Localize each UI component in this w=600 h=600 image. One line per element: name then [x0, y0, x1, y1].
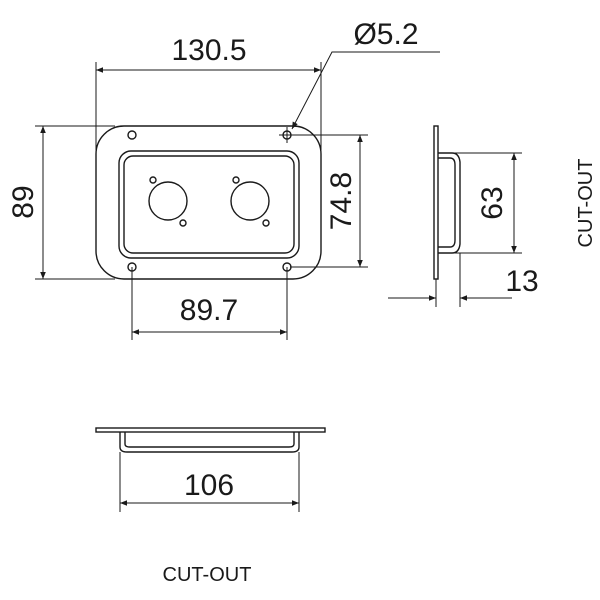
- side-recess-outer: [438, 152, 461, 254]
- outer-flange: [95, 125, 322, 280]
- bottom-recess-inner: [124, 432, 295, 448]
- side-dimensions: [388, 152, 522, 307]
- front-view: [95, 125, 322, 280]
- dim-depth: 13: [505, 265, 538, 298]
- bottom-dimensions: [119, 452, 300, 512]
- front-dimensions: [35, 51, 440, 340]
- side-recess-inner: [438, 157, 456, 248]
- bottom-dimension-texts: 106 CUT-OUT: [163, 469, 252, 586]
- side-dimension-texts: 63 13 CUT-OUT: [476, 159, 597, 298]
- side-flange: [433, 125, 439, 280]
- dim-overall-height: 89: [7, 185, 40, 218]
- screw-hole-left-bottom: [179, 219, 187, 227]
- dim-cutout-height: 63: [476, 186, 509, 219]
- dim-inner-height: 74.8: [325, 172, 358, 230]
- bottom-view: [95, 427, 326, 453]
- screw-hole-right-bottom: [262, 219, 270, 227]
- mount-hole-top-left: [127, 130, 137, 140]
- screw-hole-left-top: [149, 176, 157, 184]
- screw-hole-right-top: [232, 176, 240, 184]
- bottom-flange: [95, 427, 326, 433]
- connector-hole-right: [230, 181, 270, 221]
- side-view: [433, 125, 461, 280]
- dim-overall-width: 130.5: [171, 34, 246, 67]
- dim-hole-diameter: Ø5.2: [353, 18, 418, 51]
- recess-inner: [123, 155, 295, 254]
- dim-hole-spacing: 89.7: [180, 294, 238, 327]
- recess-outer: [118, 150, 300, 259]
- bottom-recess-outer: [119, 432, 300, 453]
- front-dimension-texts: 130.5 Ø5.2 89 74.8 89.7: [7, 18, 419, 327]
- label-cutout-side: CUT-OUT: [575, 159, 597, 248]
- connector-hole-left: [148, 181, 188, 221]
- label-cutout-bottom: CUT-OUT: [163, 564, 252, 586]
- dim-cutout-width: 106: [184, 469, 234, 502]
